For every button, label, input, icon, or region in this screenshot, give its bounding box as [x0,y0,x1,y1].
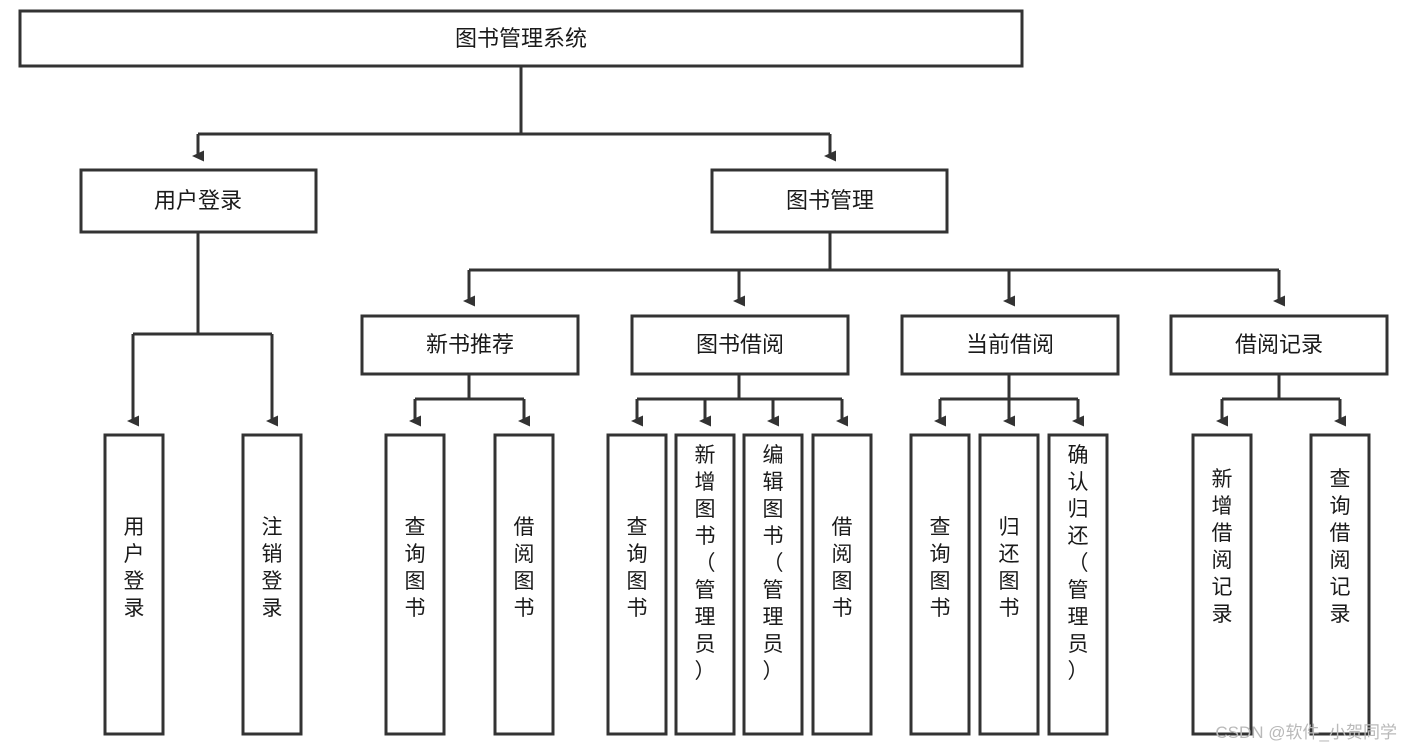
node-borrow-record[interactable]: 借阅记录 [1169,314,1389,376]
node-user-login[interactable]: 用户登录 [79,168,318,234]
leaf-confirm-return-label: 确认归还（管理员） [1068,444,1089,683]
leaf-query-book-2[interactable]: 查询图书 [606,433,668,736]
leaf-query-book-1-label: 查询图书 [405,516,426,620]
node-new-book-recommend-label: 新书推荐 [426,332,514,357]
node-book-management[interactable]: 图书管理 [710,168,949,234]
connector-group-borrow-record [1216,374,1346,427]
node-new-book-recommend-box[interactable] [360,314,580,376]
leaf-borrow-book-1[interactable]: 借阅图书 [493,433,555,736]
node-root[interactable]: 图书管理系统 [18,9,1024,68]
leaf-logout-login[interactable]: 注销登录 [241,433,303,736]
node-book-borrow-label: 图书借阅 [696,332,784,357]
leaf-add-record[interactable]: 新增借阅记录 [1191,433,1253,736]
connector-group-user-login [127,232,278,427]
leaf-user-login-label: 用户登录 [124,516,145,620]
leaf-add-book-box[interactable] [674,433,736,736]
leaf-return-book[interactable]: 归还图书 [978,433,1040,736]
leaf-query-book-3-label: 查询图书 [930,516,951,620]
leaf-query-book-3[interactable]: 查询图书 [909,433,971,736]
leaf-add-book[interactable]: 新增图书（管理员） [674,433,736,736]
leaf-borrow-book-2[interactable]: 借阅图书 [811,433,873,736]
node-user-login-label: 用户登录 [154,188,242,213]
connector-group-book-borrow [631,374,848,427]
leaf-add-book-label: 新增图书（管理员） [695,444,716,683]
leaf-user-login[interactable]: 用户登录 [103,433,165,736]
node-borrow-record-label: 借阅记录 [1235,332,1323,357]
node-book-management-box[interactable] [710,168,949,234]
leaf-add-record-box[interactable] [1191,433,1253,736]
leaf-user-login-box[interactable] [103,433,165,736]
connector-group-current-borrow [934,374,1084,427]
node-current-borrow[interactable]: 当前借阅 [900,314,1120,376]
leaf-query-record[interactable]: 查询借阅记录 [1309,433,1371,736]
leaf-borrow-book-1-box[interactable] [493,433,555,736]
node-book-management-label: 图书管理 [786,188,874,213]
leaf-return-book-box[interactable] [978,433,1040,736]
leaf-query-book-1[interactable]: 查询图书 [384,433,446,736]
connector-group-root [192,66,836,162]
connector-group-new-book-recommend [409,374,530,427]
node-current-borrow-label: 当前借阅 [966,332,1054,357]
node-book-borrow-box[interactable] [630,314,850,376]
leaf-add-record-label: 新增借阅记录 [1212,468,1233,626]
leaf-confirm-return[interactable]: 确认归还（管理员） [1047,433,1109,736]
leaf-edit-book-box[interactable] [742,433,804,736]
leaf-return-book-label: 归还图书 [999,516,1020,620]
node-new-book-recommend[interactable]: 新书推荐 [360,314,580,376]
node-user-login-box[interactable] [79,168,318,234]
node-root-label: 图书管理系统 [455,26,587,51]
leaf-edit-book-label: 编辑图书（管理员） [763,444,784,683]
node-root-box[interactable] [18,9,1024,68]
leaf-query-book-2-box[interactable] [606,433,668,736]
leaf-edit-book[interactable]: 编辑图书（管理员） [742,433,804,736]
leaf-query-book-3-box[interactable] [909,433,971,736]
leaf-borrow-book-1-label: 借阅图书 [514,516,535,620]
leaf-query-record-box[interactable] [1309,433,1371,736]
leaf-borrow-book-2-label: 借阅图书 [832,516,853,620]
leaf-logout-login-box[interactable] [241,433,303,736]
leaf-query-record-label: 查询借阅记录 [1330,468,1351,626]
node-book-borrow[interactable]: 图书借阅 [630,314,850,376]
leaf-borrow-book-2-box[interactable] [811,433,873,736]
node-borrow-record-box[interactable] [1169,314,1389,376]
leaf-query-book-2-label: 查询图书 [627,516,648,620]
leaf-logout-login-label: 注销登录 [262,516,283,620]
connector-group-book-management [463,232,1285,307]
leaf-query-book-1-box[interactable] [384,433,446,736]
node-current-borrow-box[interactable] [900,314,1120,376]
csdn-watermark: CSDN @软件_小贺同学 [1215,723,1397,742]
leaf-confirm-return-box[interactable] [1047,433,1109,736]
